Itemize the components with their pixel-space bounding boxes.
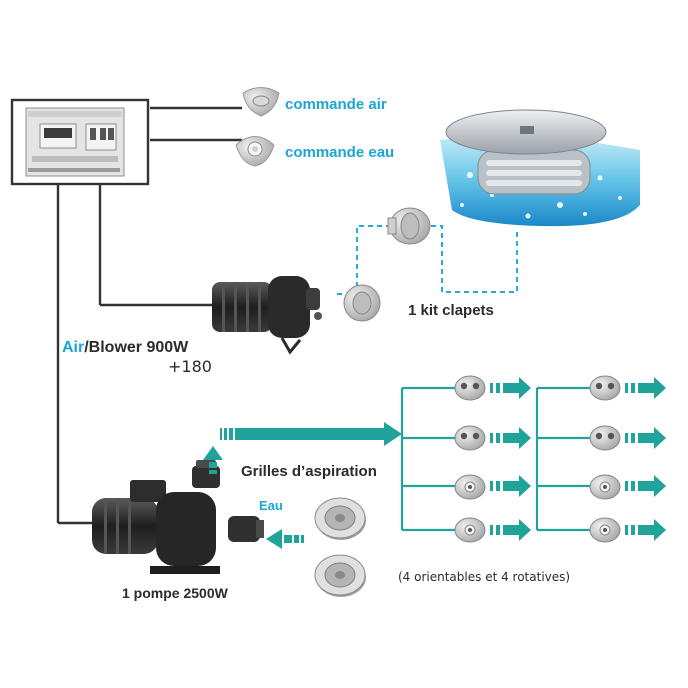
jet-arrow xyxy=(625,475,666,497)
manifold-right xyxy=(535,386,591,532)
orientable-nozzle-icon xyxy=(454,425,486,451)
label-pompe: 1 pompe 2500W xyxy=(122,585,228,601)
air-button-icon xyxy=(242,87,280,117)
air-grid-pool-icon xyxy=(440,109,640,227)
jet-arrow xyxy=(490,427,531,449)
label-orientables: (4 orientables et 4 rotatives) xyxy=(398,570,571,584)
orientable-nozzle-icon xyxy=(589,375,621,401)
jet-arrows xyxy=(490,377,666,541)
suction-grille-icon xyxy=(314,497,366,540)
orientable-nozzle-icon xyxy=(589,425,621,451)
label-kit-clapets: 1 kit clapets xyxy=(408,302,494,319)
rotative-nozzle-icon xyxy=(454,474,486,500)
rotative-nozzle-icon xyxy=(454,517,486,543)
suction-flow-arrow xyxy=(266,529,304,549)
suction-grille-icon xyxy=(314,554,366,597)
label-air: Air xyxy=(62,339,85,356)
wiring-lines xyxy=(56,106,242,525)
jet-arrow xyxy=(625,377,666,399)
main-water-pipe xyxy=(220,422,402,446)
blower-icon xyxy=(212,276,322,355)
rotative-nozzle-icon xyxy=(589,517,621,543)
manifold-left xyxy=(400,386,456,532)
label-blower: Air/Blower 900W xyxy=(62,339,188,356)
jet-arrow xyxy=(490,519,531,541)
label-grilles: Grilles d’aspiration xyxy=(241,463,377,480)
orientable-nozzle-icon xyxy=(454,375,486,401)
jet-arrow xyxy=(625,427,666,449)
jet-arrow xyxy=(625,519,666,541)
label-blower-model: /Blower 900W xyxy=(84,339,189,356)
control-box-icon xyxy=(10,98,150,186)
check-valve-lower-icon xyxy=(343,284,381,322)
label-commande-eau: commande eau xyxy=(285,144,395,161)
label-blower-extra: +180 xyxy=(168,357,212,376)
pump-icon xyxy=(92,460,264,574)
water-button-icon xyxy=(235,136,275,167)
check-valve-upper-icon xyxy=(387,207,431,245)
pump-outlet-arrow xyxy=(203,446,223,474)
label-commande-air: commande air xyxy=(285,96,387,113)
label-eau: Eau xyxy=(259,498,283,513)
jet-arrow xyxy=(490,475,531,497)
rotative-nozzle-icon xyxy=(589,474,621,500)
jet-arrow xyxy=(490,377,531,399)
